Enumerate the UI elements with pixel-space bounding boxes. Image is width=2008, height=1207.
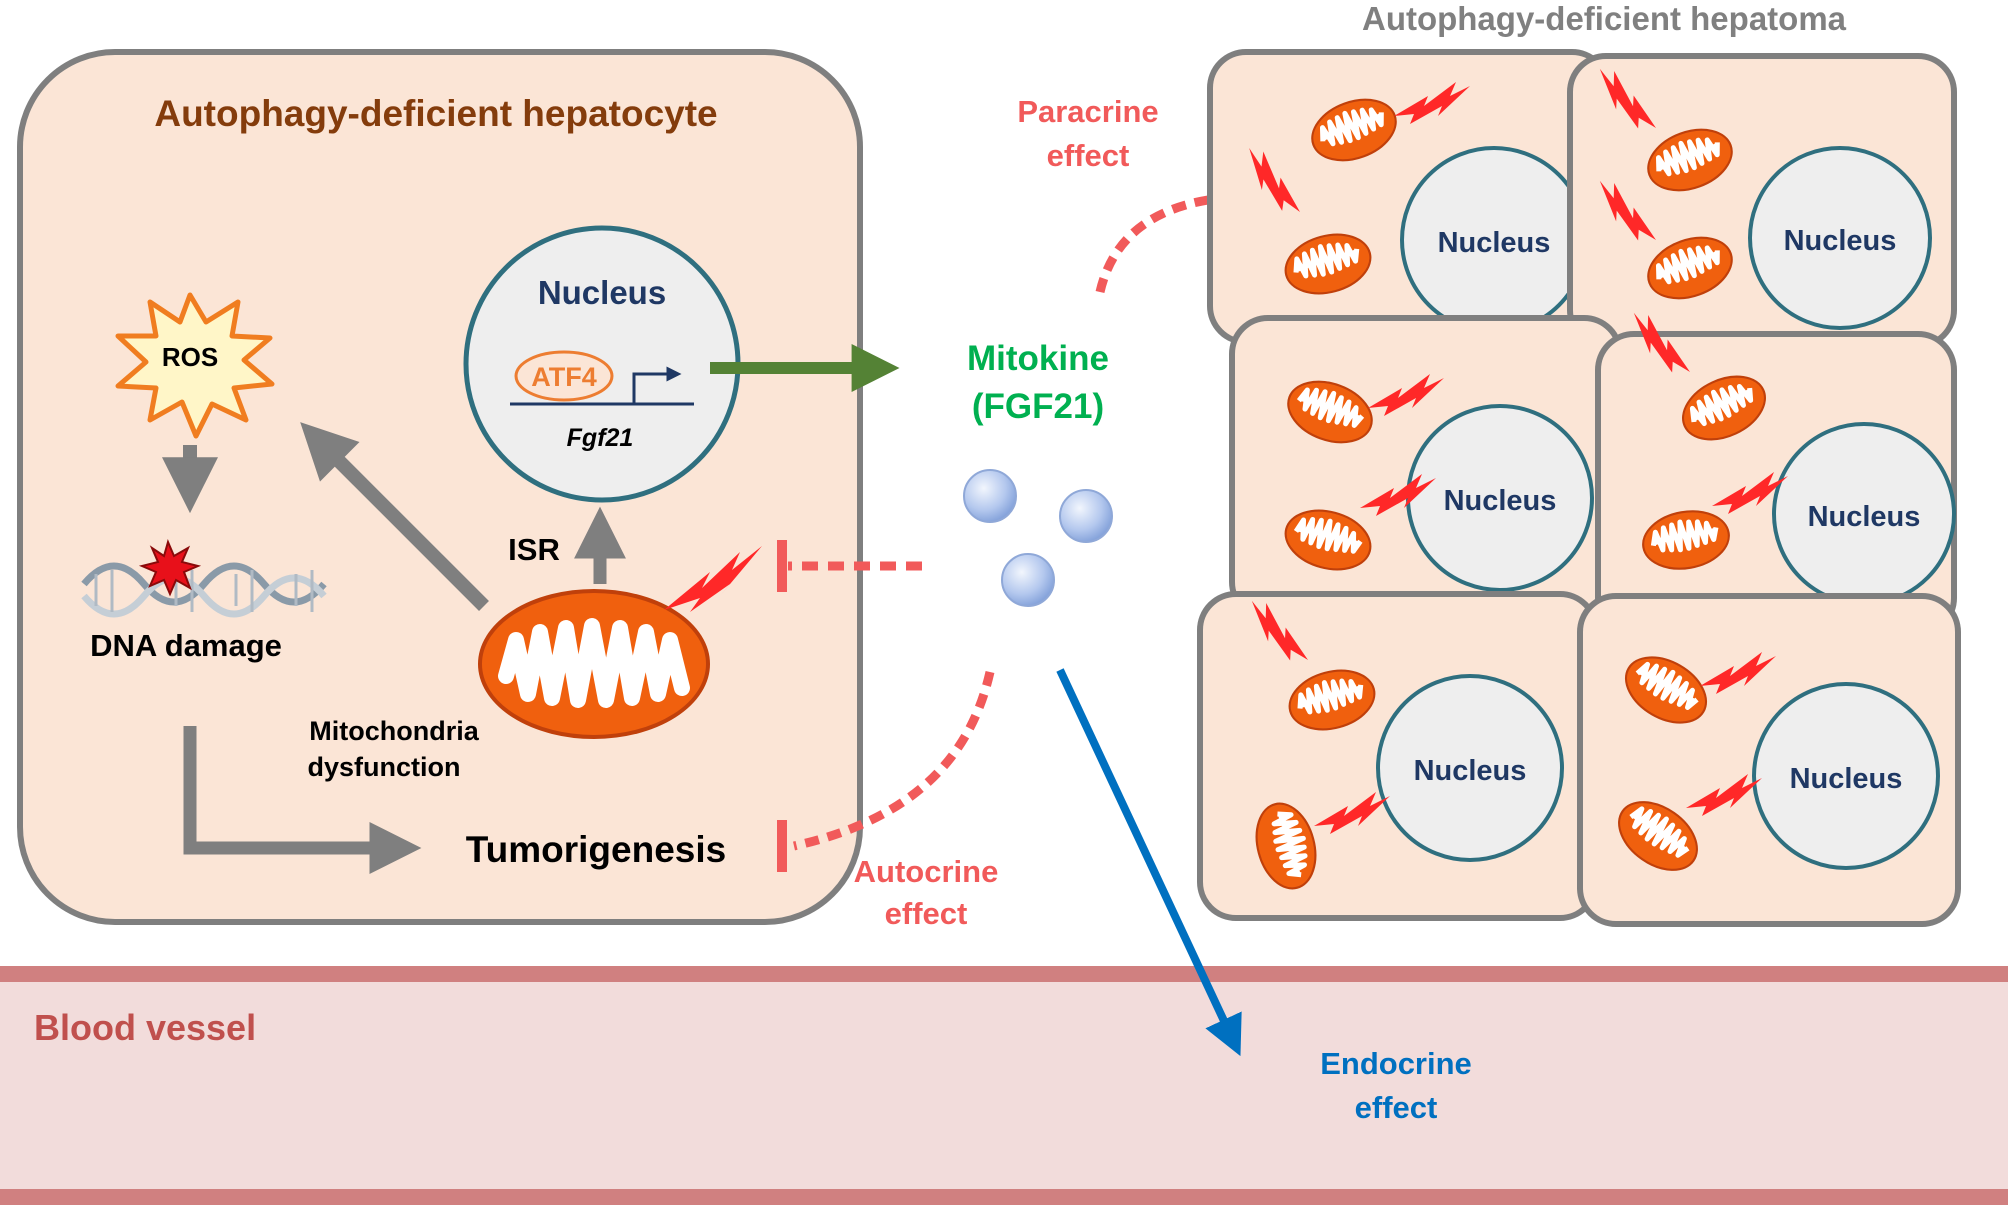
nucleus-label: Nucleus: [538, 274, 666, 311]
mitokine-label-2: (FGF21): [972, 387, 1104, 426]
hepatoma-cell: Nucleus: [1207, 49, 1611, 345]
tumorigenesis-label: Tumorigenesis: [466, 829, 726, 870]
nucleus-label: Nucleus: [1808, 501, 1921, 533]
nucleus-label: Nucleus: [1784, 225, 1897, 257]
hepatocyte-cell: Autophagy-deficient hepatocyte: [17, 49, 863, 925]
autocrine-inhibition: Autocrine effect: [777, 671, 999, 931]
nucleus-label: Nucleus: [1414, 755, 1527, 787]
nucleus-label: Nucleus: [1438, 227, 1551, 259]
hepatoma-cluster: Nucleus Nucleus Nucleus: [1197, 49, 1961, 927]
hepatoma-cell: Nucleus: [1577, 593, 1961, 927]
lightning-bolt-icon: [664, 546, 762, 612]
mitokine-label-1: Mitokine: [967, 339, 1109, 378]
dna-helix-icon: [81, 539, 327, 618]
blood-vessel: Blood vessel: [0, 966, 2008, 1205]
mito-to-ros-arrow: [300, 422, 489, 611]
nucleus-label: Nucleus: [1444, 485, 1557, 517]
fgf21-molecule: [1001, 553, 1055, 607]
dna-damage-label: DNA damage: [90, 628, 282, 663]
paracrine-label-1: Paracrine: [1017, 94, 1158, 129]
isr-label: ISR: [508, 532, 560, 567]
nucleus-label: Nucleus: [1790, 763, 1903, 795]
mito-dysfunction-label-2: dysfunction: [308, 752, 461, 782]
paracrine-label-2: effect: [1047, 138, 1130, 173]
fgf21-molecule: [1059, 489, 1113, 543]
hepatoma-cell: Nucleus: [1229, 315, 1623, 621]
endocrine-label-2: effect: [1355, 1090, 1438, 1125]
blood-vessel-label: Blood vessel: [34, 1007, 256, 1048]
paracrine-inhibition: Paracrine effect: [1017, 94, 1239, 294]
hepatoma-cell: Nucleus: [1197, 591, 1599, 921]
nucleus: [1752, 682, 1940, 870]
nucleus: [1376, 674, 1564, 862]
mitochondrion-icon: [478, 589, 710, 739]
fgf21-molecule: [963, 469, 1017, 523]
atf4-label: ATF4: [531, 362, 597, 392]
endocrine-arrow: [1056, 668, 1242, 1057]
damage-star-icon: [138, 539, 202, 597]
autocrine-label-1: Autocrine: [854, 854, 999, 889]
ros-burst: ROS: [115, 292, 275, 439]
endocrine-label-1: Endocrine: [1320, 1046, 1472, 1081]
promoter-arrow-icon: [632, 366, 682, 404]
dna-to-tumorigenesis-arrow: [183, 726, 422, 874]
nucleus: [1748, 146, 1932, 330]
hepatoma-cell: Nucleus: [1595, 309, 1957, 637]
fgf21-gene-label: Fgf21: [567, 424, 634, 452]
atf4-oval: [514, 350, 614, 402]
fgf21-molecules: [963, 469, 1113, 607]
hepatocyte-title: Autophagy-deficient hepatocyte: [154, 93, 717, 134]
mitokine-inhibits-mito: [777, 540, 922, 592]
ros-label: ROS: [162, 342, 218, 372]
hepatoma-title: Autophagy-deficient hepatoma: [1362, 0, 1847, 37]
hepatoma-cell: Nucleus: [1567, 53, 1957, 349]
hepatocyte-nucleus: Nucleus ATF4 Fgf21: [463, 225, 741, 503]
autocrine-label-2: effect: [885, 896, 968, 931]
mito-dysfunction-label-1: Mitochondria: [309, 716, 479, 746]
